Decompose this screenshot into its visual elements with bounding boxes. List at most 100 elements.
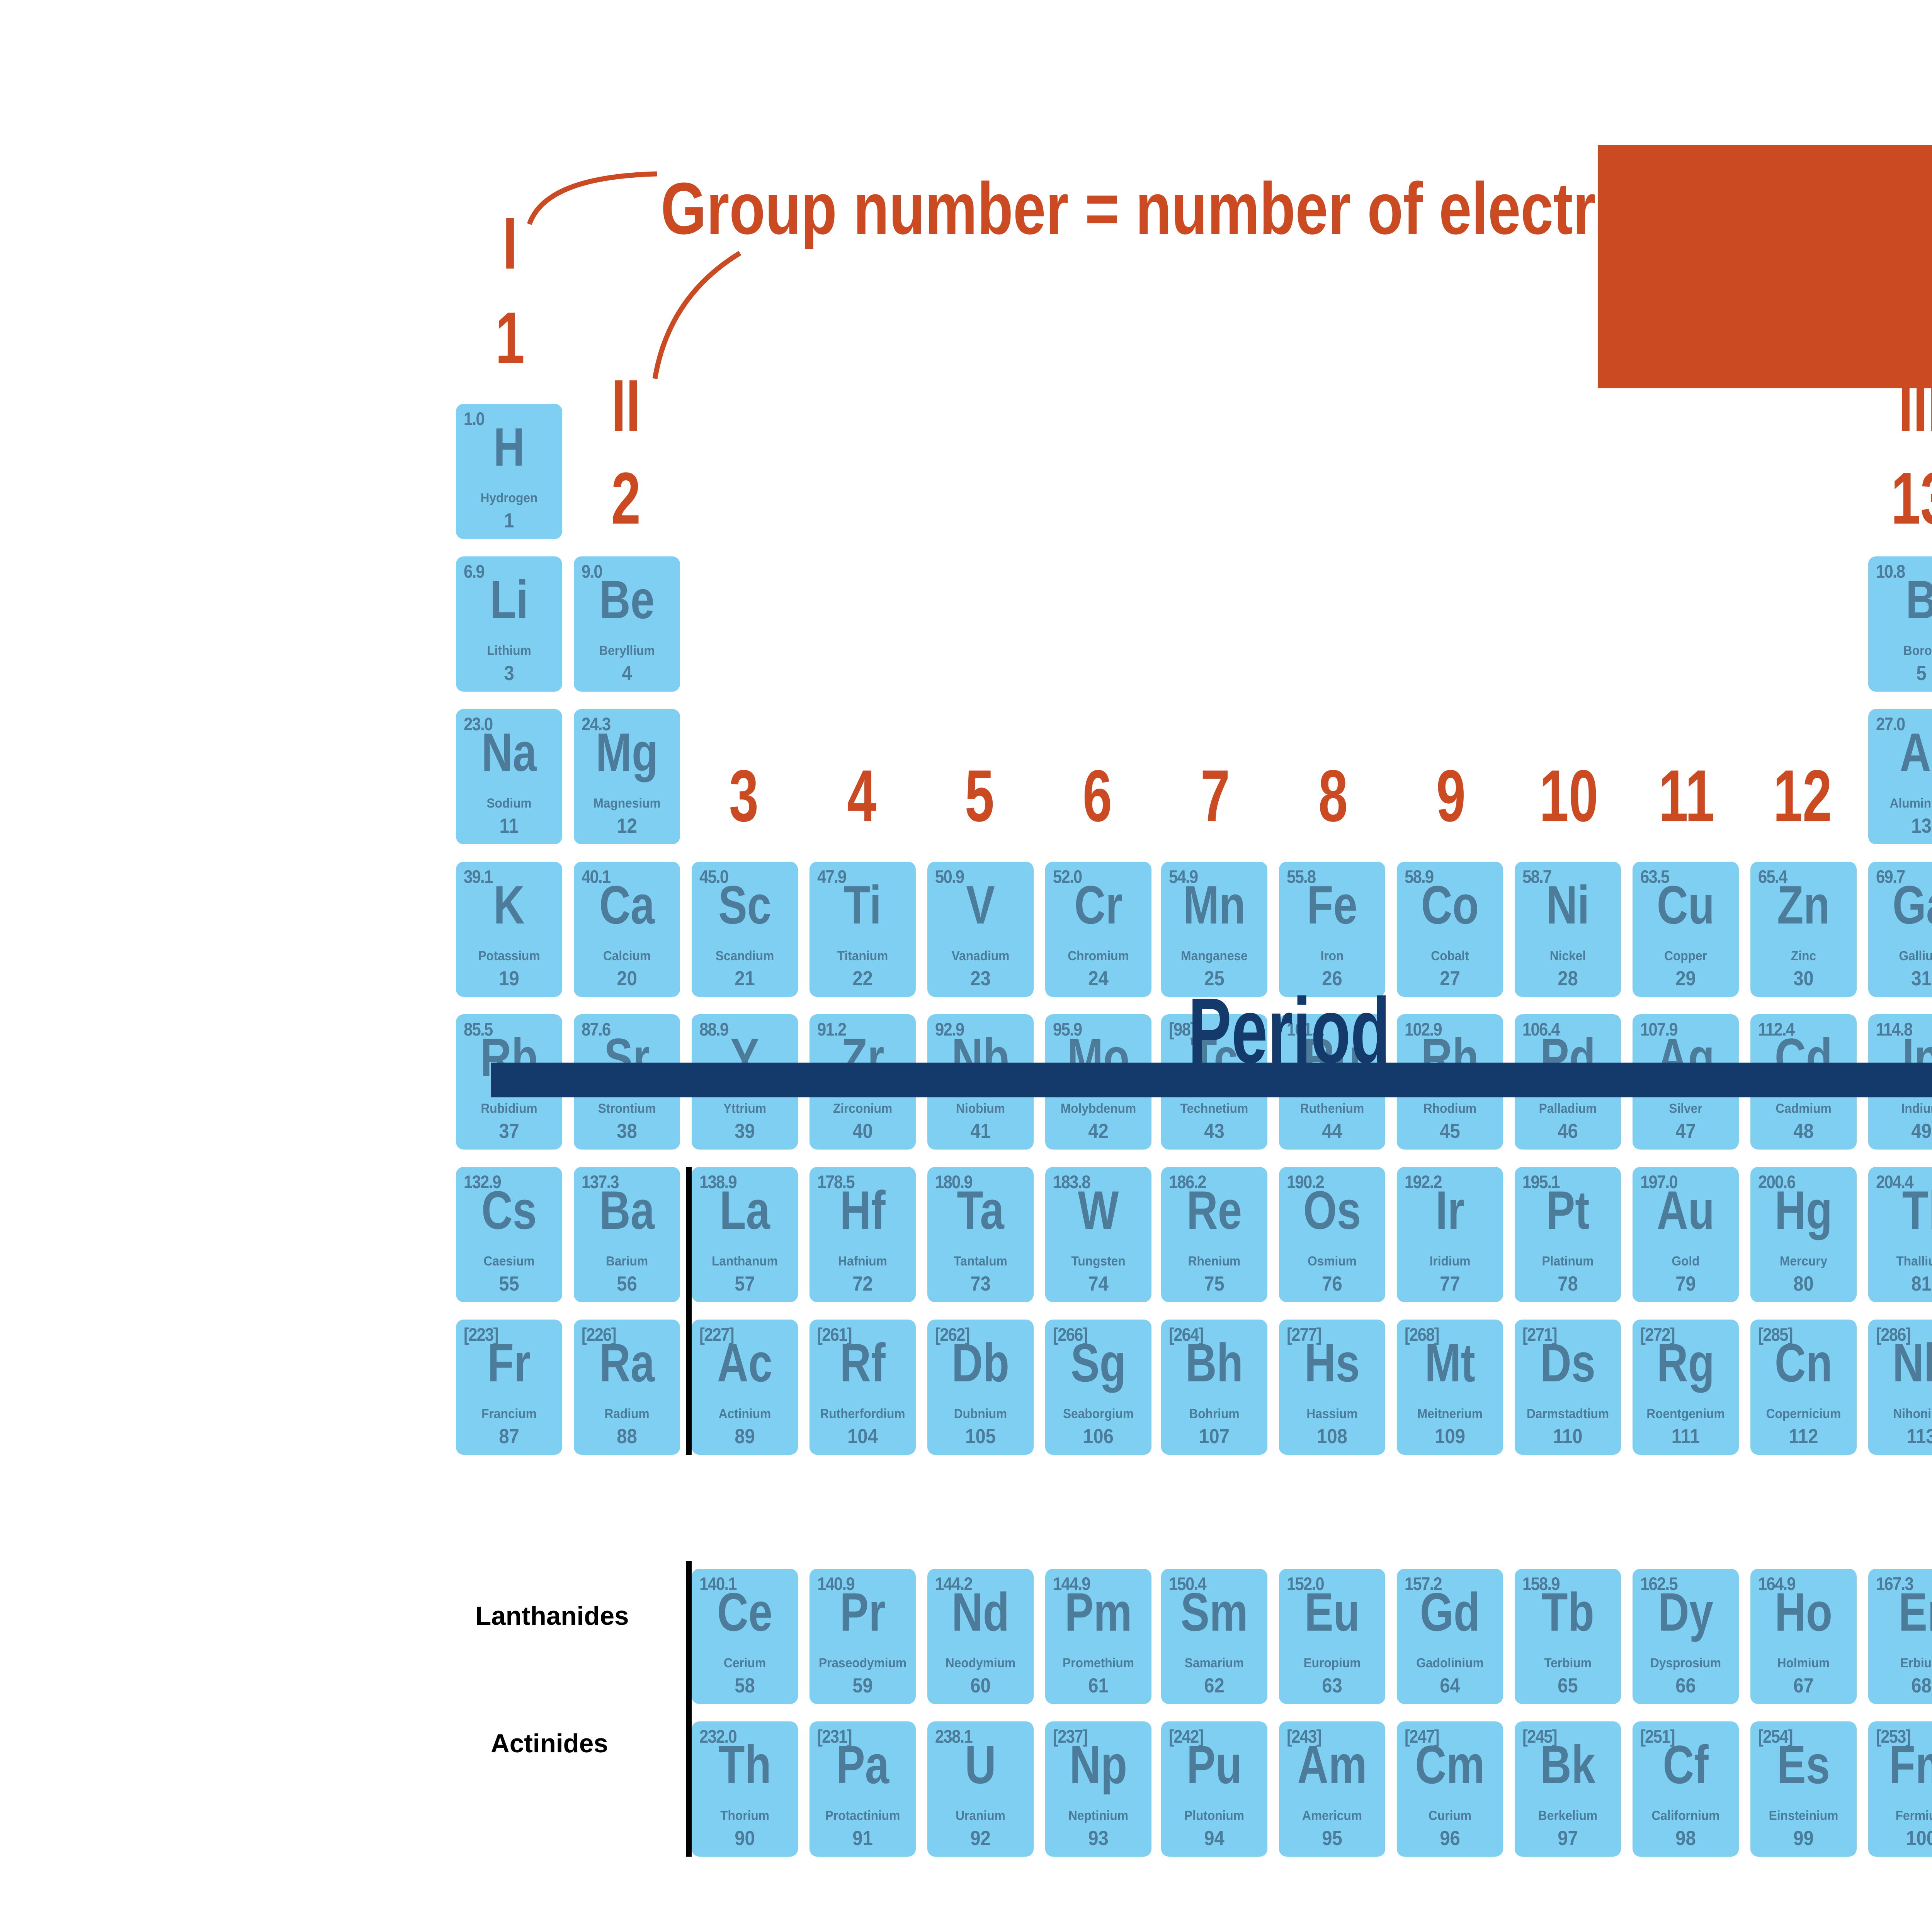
element-symbol: Cs [481,1180,537,1240]
atomic-number: 106 [1082,1425,1113,1448]
element-name: Zirconium [832,1103,892,1117]
element-name: Zinc [1791,951,1816,964]
element-symbol: Ga [1892,875,1932,935]
atomic-mass: 195.1 [1522,1172,1560,1193]
element-symbol: Be [599,570,655,630]
atomic-mass: [272] [1640,1324,1675,1346]
atomic-number: 45 [1440,1119,1461,1143]
element-name: Bohrium [1190,1408,1240,1422]
element-symbol: W [1077,1180,1118,1240]
element-symbol: Ac [716,1333,772,1393]
atomic-mass: 138.9 [699,1172,737,1193]
element-symbol: Th [718,1735,771,1795]
element-symbol: Es [1777,1735,1830,1795]
element-name: Praseodymium [818,1658,906,1671]
atomic-mass: [98] [1169,1019,1196,1041]
group-roman-label: II [612,367,641,448]
atomic-number: 12 [616,814,637,838]
element-symbol: Bk [1540,1735,1596,1795]
group-note-text: Group number = number of electr [661,170,1596,251]
element-name: Thallium [1896,1256,1932,1269]
atomic-number: 93 [1087,1827,1108,1850]
arc-note-to-group-2 [652,251,742,379]
arc-note-to-group-1 [527,171,657,225]
element-name: Einsteinium [1769,1810,1838,1824]
element-tile-Al: 27.0AlAluminium13 [1867,709,1932,844]
f-block-separator-line [686,1561,692,1857]
group-number-label: 2 [612,460,641,541]
element-name: Copernicium [1766,1408,1841,1422]
element-tile-Fm: [253]FmFermium100 [1867,1721,1932,1857]
element-symbol: Er [1898,1582,1932,1642]
group-number-label: 12 [1774,757,1833,838]
element-symbol: Nh [1892,1333,1932,1393]
element-symbol: Db [951,1333,1009,1393]
atomic-number: 81 [1911,1272,1931,1296]
element-symbol: Ti [843,875,881,935]
redaction-box [1598,145,1932,388]
element-name: Darmstadtium [1527,1408,1609,1422]
atomic-number: 67 [1793,1674,1814,1697]
atomic-number: 4 [621,662,632,685]
atomic-number: 72 [852,1272,872,1296]
atomic-number: 112 [1788,1425,1818,1448]
element-name: Actinium [718,1408,771,1422]
element-name: Aluminium [1889,798,1932,811]
period-arrow [491,1063,1932,1097]
atomic-number: 3 [504,662,514,685]
element-name: Titanium [837,951,888,964]
element-symbol: Ni [1546,875,1590,935]
element-name: Lanthanum [711,1256,777,1269]
atomic-mass: 65.4 [1758,866,1787,888]
atomic-number: 29 [1675,967,1696,990]
atomic-mass: 144.2 [934,1573,972,1595]
element-symbol: Bh [1186,1333,1244,1393]
atomic-mass: 87.6 [581,1019,611,1041]
atomic-mass: 6.9 [464,561,485,583]
atomic-number: 25 [1205,967,1225,990]
element-name: Thorium [720,1810,769,1824]
element-tile-Tl: 204.4TlThallium81 [1867,1167,1932,1302]
element-name: Fermium [1895,1810,1932,1824]
atomic-number: 56 [616,1272,637,1296]
atomic-number: 97 [1558,1827,1578,1850]
element-name: Samarium [1185,1658,1245,1671]
atomic-number: 79 [1675,1272,1696,1296]
atomic-number: 27 [1440,967,1461,990]
atomic-mass: [266] [1052,1324,1087,1346]
element-name: Scandium [715,951,774,964]
atomic-number: 105 [964,1425,995,1448]
atomic-mass: [253] [1875,1726,1911,1748]
atomic-mass: 183.8 [1052,1172,1090,1193]
element-tile-B: 10.8BBoron5 [1867,556,1932,692]
atomic-mass: 132.9 [464,1172,502,1193]
atomic-mass: 144.9 [1052,1573,1090,1595]
atomic-number: 23 [969,967,990,990]
atomic-number: 26 [1322,967,1343,990]
element-name: Tantalum [953,1256,1007,1269]
element-symbol: Pr [839,1582,885,1642]
element-name: Terbium [1544,1658,1592,1671]
element-symbol: Mg [595,723,658,782]
atomic-mass: [268] [1405,1324,1440,1346]
element-symbol: Cu [1656,875,1715,935]
element-name: Hassium [1307,1408,1359,1422]
element-symbol: Ce [716,1582,772,1642]
atomic-number: 88 [616,1425,637,1448]
atomic-number: 113 [1906,1425,1932,1448]
element-name: Indium [1901,1103,1932,1117]
atomic-mass: 190.2 [1287,1172,1325,1193]
atomic-number: 94 [1205,1827,1225,1850]
